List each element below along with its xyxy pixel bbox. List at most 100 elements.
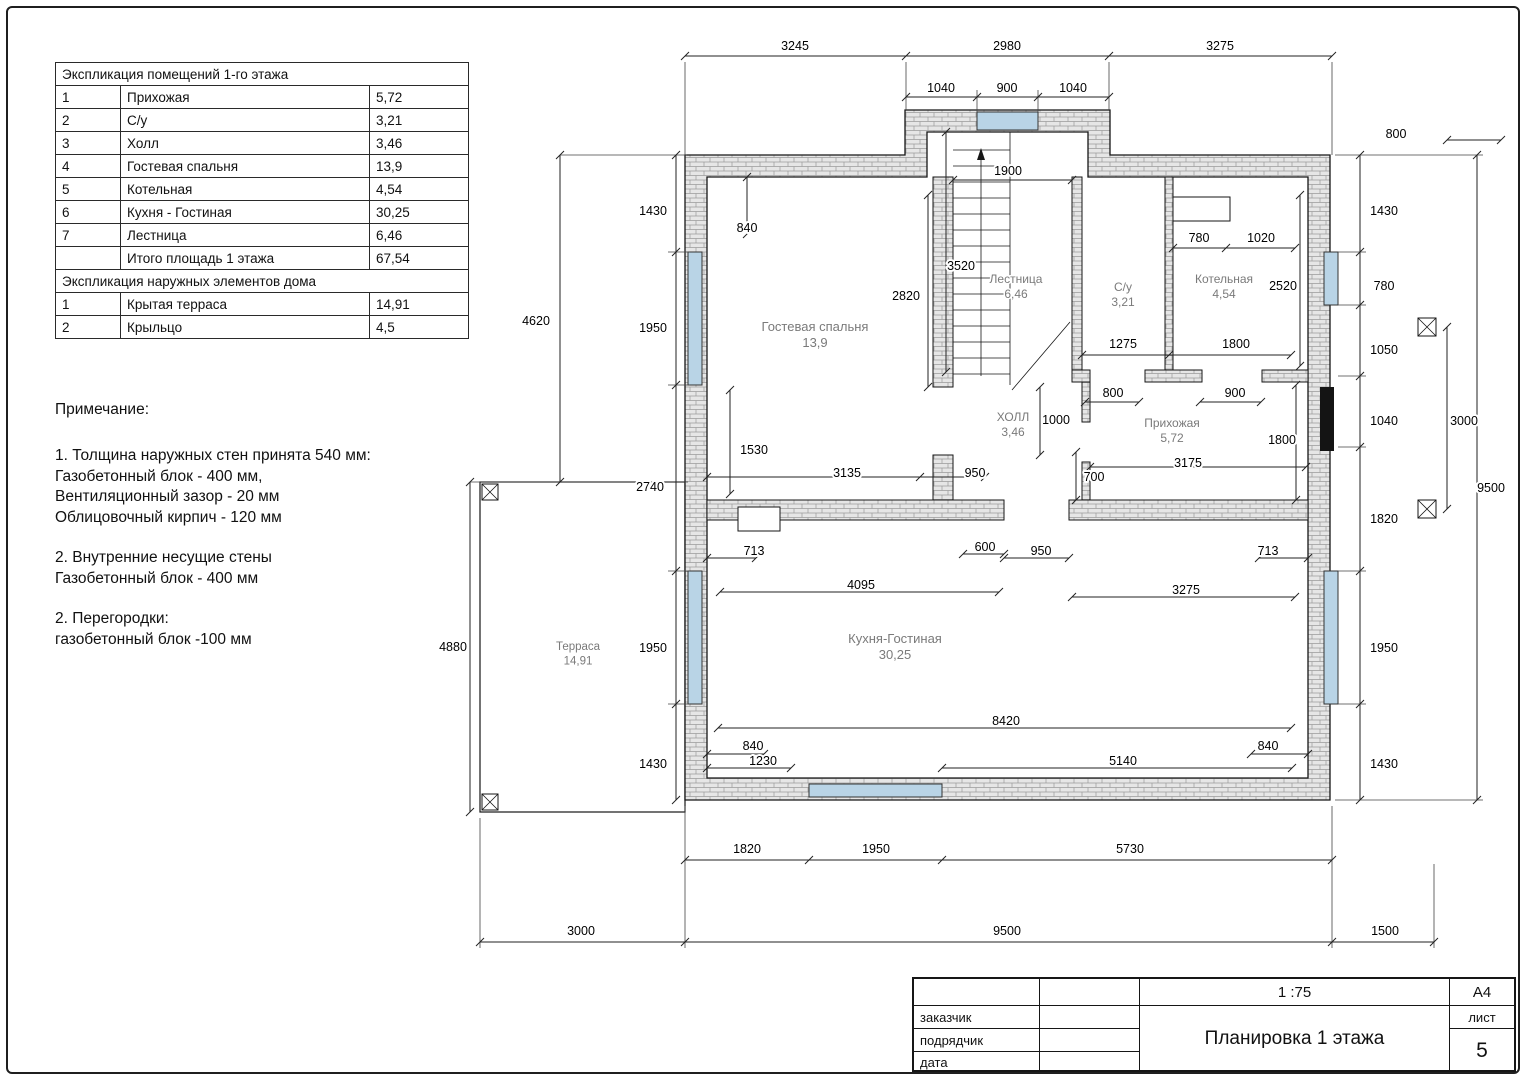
dimension-tick [1195,397,1205,407]
element-number: 2 [55,315,121,339]
dimension-tick [1496,135,1506,145]
room-area: 13,9 [369,154,469,178]
window [1323,251,1339,306]
dimension-tick [923,190,933,200]
contractor-label: подрядчик [914,1029,1040,1052]
dimension-label: 1950 [862,842,890,856]
room-area-label: 6,46 [1004,287,1028,301]
dimension-tick [1221,243,1231,253]
dimension-label: 5140 [1109,754,1137,768]
dimension-tick [1442,322,1452,332]
dimension-label: 3175 [1174,456,1202,470]
element-name: Крыльцо [120,315,370,339]
room-label: Терраса [556,641,601,653]
dimension-tick [1355,247,1365,257]
dimension-tick [1033,92,1043,102]
dimension-tick [901,51,911,61]
dimension-tick [1168,243,1178,253]
dimension-label: 1000 [1042,413,1070,427]
dimension-tick [1355,150,1365,160]
dimension-label: 1820 [1370,512,1398,526]
dimension-tick [1104,51,1114,61]
dimension-tick [1472,795,1482,805]
dimension-label: 840 [737,221,758,235]
scale-value: 1 :75 [1140,979,1450,1006]
dimension-label: 900 [997,81,1018,95]
dimension-label: 600 [975,540,996,554]
room-area: 6,46 [369,223,469,247]
window [687,251,703,386]
dimension-label: 5730 [1116,842,1144,856]
notes-block: Примечание: 1. Толщина наружных стен при… [55,400,445,670]
title-block-empty-cell [1040,979,1140,1006]
dimension-tick [1287,763,1297,773]
dimension-label: 4620 [522,314,550,328]
dimension-tick [1286,350,1296,360]
dimension-label: 1800 [1222,337,1250,351]
room-label: Котельная [1195,272,1253,286]
dimension-tick [1064,553,1074,563]
room-area-label: 30,25 [879,647,912,662]
customer-value-cell [1040,1006,1140,1029]
dimension-tick [1067,592,1077,602]
room-area: 67,54 [369,246,469,270]
dimension-label: 1950 [639,321,667,335]
dimension-tick [725,385,735,395]
dimension-tick [713,723,723,733]
title-block: 1 :75 А4 заказчик Планировка 1 этажа лис… [912,977,1516,1072]
dimension-tick [465,807,475,817]
dimension-tick [1104,92,1114,102]
dimension-label: 780 [1374,279,1395,293]
dimension-tick [923,382,933,392]
note-paragraph: 2. Внутренние несущие стены Газобетонный… [55,549,272,587]
dimension-tick [671,247,681,257]
note-paragraph: 2. Перегородки: газобетонный блок -100 м… [55,610,252,648]
dimension-tick [1290,243,1300,253]
room-name: Прихожая [120,85,370,109]
dimension-label: 713 [744,544,765,558]
interior-walls [706,176,1309,521]
dimension-label: 8420 [992,714,1020,728]
dimension-tick [680,937,690,947]
room-name: Итого площадь 1 этажа [120,246,370,270]
dimension-label: 9500 [1477,481,1505,495]
dimension-tick [1327,937,1337,947]
dimension-tick [1290,592,1300,602]
dimension-tick [1291,495,1301,505]
dimension-tick [1071,447,1081,457]
dimension-tick [1080,397,1090,407]
dimension-label: 1430 [1370,204,1398,218]
dimension-tick [1303,749,1313,759]
dimension-tick [937,855,947,865]
dimension-tick [1355,300,1365,310]
sheet-label: лист [1450,1006,1514,1029]
dimension-label: 3520 [947,259,975,273]
dimension-tick [680,51,690,61]
stairs [953,132,1071,391]
room-number [55,246,121,270]
customer-label: заказчик [914,1006,1040,1029]
dimension-tick [1355,795,1365,805]
chimney [1320,387,1334,451]
dimension-tick [702,472,712,482]
dimension-tick [1071,495,1081,505]
boiler-closet [1172,196,1231,222]
sheet-number: 5 [1476,1038,1488,1062]
dimension-tick [915,472,925,482]
dimension-label: 2520 [1269,279,1297,293]
room-area-label: 3,21 [1111,295,1135,309]
dimension-tick [941,127,951,137]
table-row: Экспликация наружных элементов дома [55,269,469,293]
dimension-tick [555,477,565,487]
dimension-tick [742,229,752,239]
exterior-columns [1417,317,1437,519]
dimension-label: 3275 [1172,583,1200,597]
dimension-tick [1077,350,1087,360]
dimension-label: 840 [1258,739,1279,753]
room-name: Гостевая спальня [120,154,370,178]
